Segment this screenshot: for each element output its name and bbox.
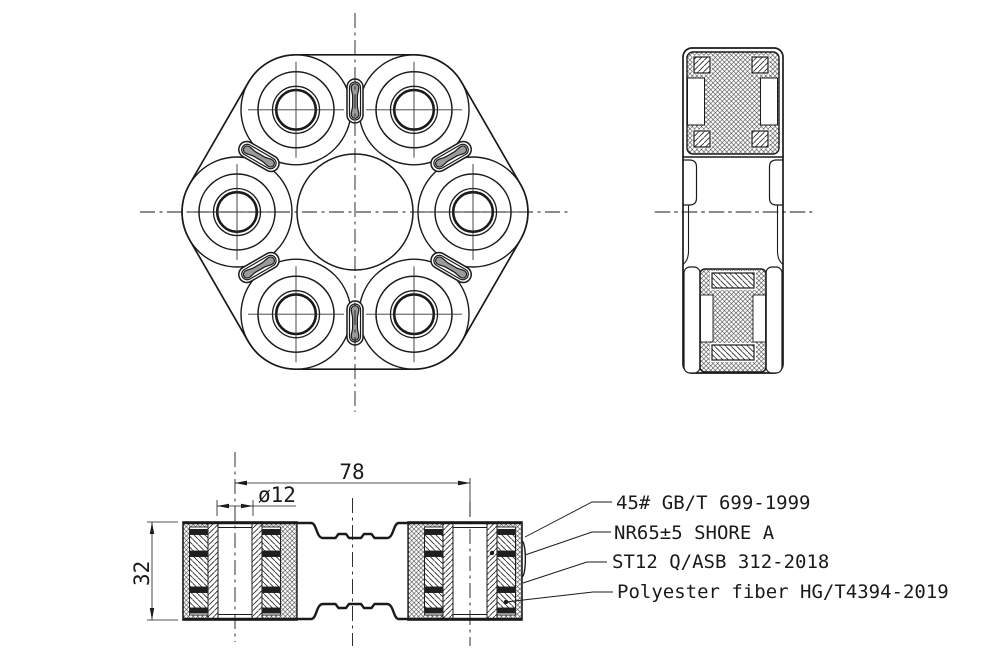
callout-steel: 45# GB/T 699-1999 — [616, 492, 810, 514]
section-bushing — [189, 521, 281, 621]
callout-leaders — [489, 501, 613, 605]
section-right-bump — [521, 540, 527, 578]
dim-thickness-label: 32 — [130, 561, 154, 586]
bushing — [248, 61, 344, 158]
dim-bore-label: ø12 — [258, 483, 296, 507]
front-view — [140, 13, 570, 412]
section-thick-edges — [183, 521, 522, 621]
side-view — [654, 47, 813, 374]
dim-pitch-label: 78 — [339, 460, 364, 484]
bushing — [189, 164, 285, 260]
dimension-pitch — [235, 478, 471, 516]
callout-polyester: Polyester fiber HG/T4394-2019 — [617, 581, 949, 603]
section-bushings — [189, 521, 516, 621]
bushing — [248, 266, 344, 363]
relief-slot — [238, 251, 280, 284]
side-bottom-block — [683, 266, 783, 374]
bushing — [366, 61, 462, 158]
relief-slot — [430, 251, 472, 284]
section-centerlines — [234, 452, 471, 646]
side-top-block — [682, 51, 784, 158]
relief-slot — [238, 140, 280, 173]
callout-rubber: NR65±5 SHORE A — [614, 522, 775, 544]
section-view: 78 ø12 32 45# GB/T 69 — [130, 452, 949, 646]
relief-slot — [430, 140, 472, 173]
dimension-thickness — [147, 521, 178, 621]
bushing-end-squares — [692, 55, 770, 149]
bushing — [366, 266, 462, 363]
callout-labels: 45# GB/T 699-1999 NR65±5 SHORE A ST12 Q/… — [612, 492, 949, 603]
callout-sheet-steel: ST12 Q/ASB 312-2018 — [612, 551, 829, 573]
section-hub-profile — [297, 521, 408, 621]
side-middle-profile — [682, 159, 784, 265]
dimension-bore — [216, 500, 296, 516]
